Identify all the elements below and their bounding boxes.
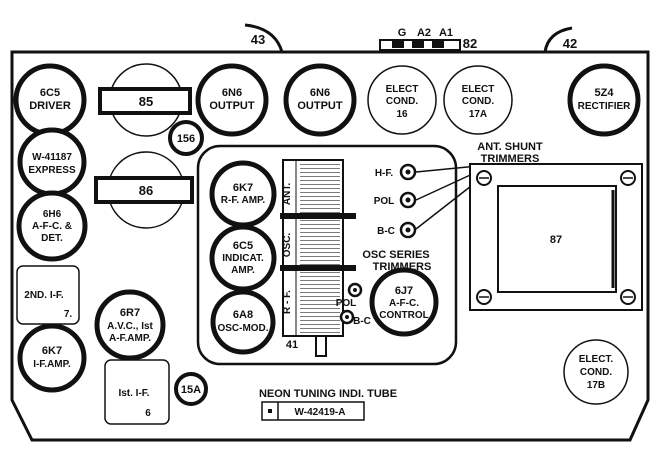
connector-82: G A2 A1 82	[379, 27, 477, 51]
svg-text:POL: POL	[374, 196, 395, 207]
svg-text:6A8: 6A8	[233, 309, 253, 321]
svg-text:86: 86	[139, 183, 153, 198]
elect-cond-17a: ELECT COND. 17A	[443, 65, 513, 135]
svg-text:COND.: COND.	[386, 96, 418, 107]
svg-text:COND.: COND.	[462, 96, 494, 107]
svg-text:A.V.C., Ist: A.V.C., Ist	[107, 321, 153, 332]
svg-text:INDICAT.: INDICAT.	[222, 253, 264, 264]
tube-6n6-output-1: 6N6 OUTPUT	[195, 63, 269, 137]
svg-text:A-F.AMP.: A-F.AMP.	[109, 333, 151, 344]
svg-text:CONTROL: CONTROL	[379, 310, 428, 321]
svg-text:17A: 17A	[469, 109, 487, 120]
wire-42-label: 42	[563, 36, 577, 51]
tube-6k7-rf-amp: 6K7 R-F. AMP.	[209, 160, 277, 228]
svg-text:POL: POL	[336, 298, 357, 309]
component-15a: 15A	[174, 372, 208, 406]
tube-6a8-osc-mod: 6A8 OSC-MOD.	[210, 289, 276, 355]
svg-text:6H6: 6H6	[43, 209, 62, 220]
tube-6c5-indicat-amp: 6C5 INDICAT. AMP.	[209, 224, 277, 292]
svg-text:16: 16	[396, 109, 408, 120]
svg-text:W-42419-A: W-42419-A	[295, 407, 346, 418]
svg-text:H-F.: H-F.	[375, 168, 394, 179]
wire-43	[244, 23, 284, 53]
tube-6j7-afc-control: 6J7 A-F-C. CONTROL	[369, 267, 439, 337]
power-transformer-87: 87	[469, 163, 643, 311]
svg-text:TRIMMERS: TRIMMERS	[481, 153, 540, 165]
svg-text:6C5: 6C5	[233, 240, 253, 252]
svg-text:A-F-C. &: A-F-C. &	[32, 221, 72, 232]
svg-text:85: 85	[139, 94, 153, 109]
svg-text:ELECT: ELECT	[462, 84, 495, 95]
svg-text:A2: A2	[417, 27, 431, 39]
svg-text:ANT.: ANT.	[282, 183, 293, 205]
svg-text:6J7: 6J7	[395, 285, 413, 297]
svg-text:B-C: B-C	[377, 226, 395, 237]
tube-6k7-if-amp: 6K7 I-F.AMP.	[17, 323, 87, 393]
svg-text:Ist. I-F.: Ist. I-F.	[118, 388, 149, 399]
svg-text:OSC SERIES: OSC SERIES	[362, 249, 429, 261]
svg-text:OSC-MOD.: OSC-MOD.	[217, 323, 268, 334]
svg-text:ELECT: ELECT	[386, 84, 419, 95]
svg-text:OSC.: OSC.	[282, 233, 293, 258]
elect-cond-17b: ELECT. COND. 17B	[563, 339, 629, 405]
osc-series-trimmers: OSC SERIES TRIMMERS POL B-C	[336, 249, 432, 327]
svg-text:15A: 15A	[181, 384, 201, 396]
svg-text:A-F-C.: A-F-C.	[389, 298, 419, 309]
svg-text:2ND. I-F.: 2ND. I-F.	[24, 290, 64, 301]
svg-text:R-F. AMP.: R-F. AMP.	[221, 195, 266, 206]
svg-text:G: G	[398, 27, 407, 39]
tube-6c5-driver: 6C5 DRIVER	[13, 63, 87, 137]
svg-text:17B: 17B	[587, 380, 605, 391]
tuning-section-enclosure	[196, 144, 458, 366]
svg-text:6R7: 6R7	[120, 307, 140, 319]
svg-text:A1: A1	[439, 27, 453, 39]
svg-text:7.: 7.	[64, 309, 73, 320]
wire-42	[543, 26, 573, 53]
svg-text:COND.: COND.	[580, 367, 612, 378]
svg-text:W-41187: W-41187	[32, 152, 72, 163]
svg-text:6C5: 6C5	[40, 87, 60, 99]
svg-text:87: 87	[550, 234, 562, 246]
svg-text:OUTPUT: OUTPUT	[209, 100, 255, 112]
tube-6n6-output-2: 6N6 OUTPUT	[283, 63, 357, 137]
svg-text:5Z4: 5Z4	[595, 87, 615, 99]
svg-text:ELECT.: ELECT.	[579, 354, 614, 365]
svg-text:DET.: DET.	[41, 233, 63, 244]
can-86: 86	[94, 151, 194, 229]
svg-text:NEON TUNING INDI. TUBE: NEON TUNING INDI. TUBE	[259, 388, 397, 400]
neon-tuning-indicator-tube: NEON TUNING INDI. TUBE W-42419-A	[259, 388, 397, 421]
svg-text:OUTPUT: OUTPUT	[297, 100, 343, 112]
can-85: 85	[98, 63, 192, 137]
svg-text:R - F.: R - F.	[282, 290, 293, 314]
svg-text:DRIVER: DRIVER	[29, 100, 71, 112]
component-156: 156	[168, 120, 204, 156]
svg-text:41: 41	[286, 339, 298, 351]
svg-text:B-C: B-C	[353, 316, 371, 327]
elect-cond-16: ELECT COND. 16	[367, 65, 437, 135]
svg-text:6K7: 6K7	[233, 182, 253, 194]
svg-text:6N6: 6N6	[310, 87, 330, 99]
svg-text:ANT. SHUNT: ANT. SHUNT	[477, 141, 543, 153]
svg-text:RECTIFIER: RECTIFIER	[578, 101, 632, 112]
if-transformer-2nd: 2ND. I-F. 7.	[16, 265, 80, 325]
tube-6r7: 6R7 A.V.C., Ist A-F.AMP.	[94, 289, 166, 361]
tube-6h6-det: 6H6 A-F-C. & DET.	[16, 190, 88, 262]
tube-5z4-rectifier: 5Z4 RECTIFIER	[567, 63, 641, 137]
svg-text:156: 156	[177, 133, 195, 145]
wire-43-label: 43	[251, 32, 265, 47]
if-transformer-1st: Ist. I-F. 6	[104, 359, 170, 425]
svg-text:I-F.AMP.: I-F.AMP.	[33, 359, 71, 370]
svg-text:82: 82	[463, 36, 477, 51]
tube-w41187-express: W-41187 EXPRESS	[17, 127, 87, 197]
svg-text:AMP.: AMP.	[231, 265, 255, 276]
svg-text:EXPRESS: EXPRESS	[28, 165, 76, 176]
svg-text:6N6: 6N6	[222, 87, 242, 99]
svg-text:6: 6	[145, 408, 151, 419]
svg-text:6K7: 6K7	[42, 345, 62, 357]
chassis-outline	[10, 50, 650, 442]
gang-condenser: ANT. OSC. R - F. 41	[280, 159, 356, 357]
